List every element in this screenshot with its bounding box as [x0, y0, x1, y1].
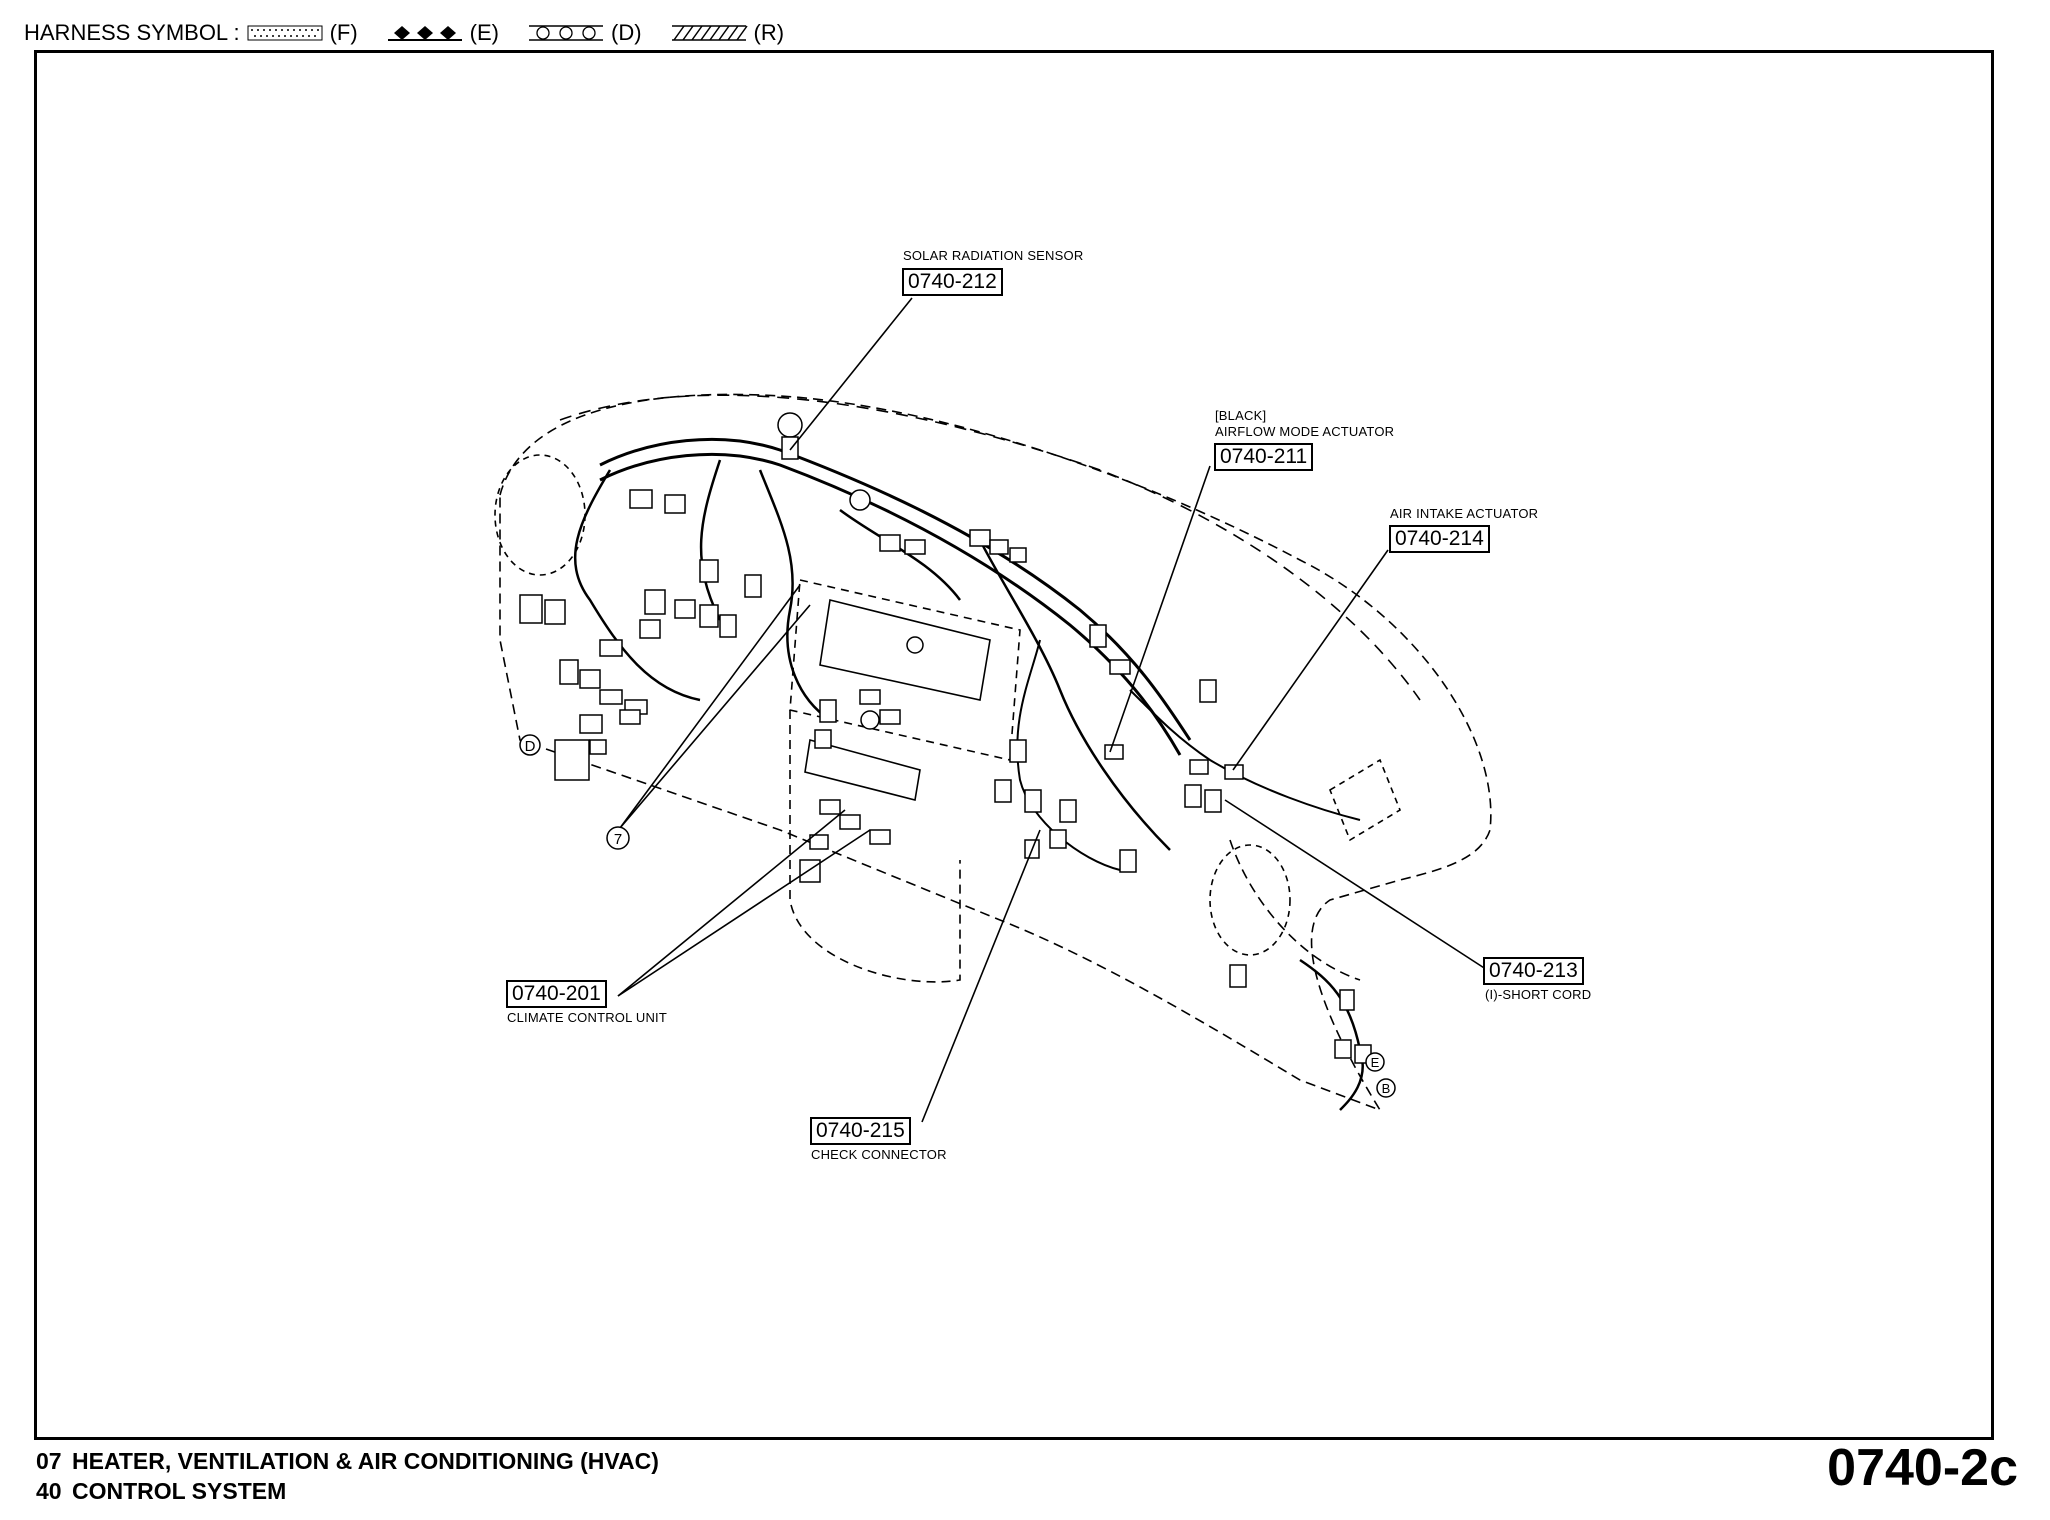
left-vent	[494, 454, 586, 576]
ref-0740-214[interactable]: 0740-214	[1389, 525, 1490, 553]
diamond-line-icon	[387, 26, 462, 41]
solar-radiation-sensor-label: SOLAR RADIATION SENSOR	[903, 248, 1084, 263]
page-code: 0740-2c	[1827, 1439, 2018, 1497]
marker-seven: 7	[606, 826, 630, 850]
airflow-mode-actuator-label: AIRFLOW MODE ACTUATOR	[1215, 424, 1395, 439]
connectors	[519, 412, 1372, 1064]
svg-text:D: D	[525, 738, 536, 755]
harness-symbol-legend: HARNESS SYMBOL : (F) (E) (D) (R)	[24, 16, 806, 50]
climate-control-unit-label: CLIMATE CONTROL UNIT	[507, 1010, 668, 1025]
legend-code-f: (F)	[329, 20, 358, 45]
ref-0740-215[interactable]: 0740-215	[810, 1117, 911, 1145]
center-stack-lower	[789, 710, 961, 983]
diagram-frame	[34, 50, 1994, 1440]
ref-0740-201[interactable]: 0740-201	[506, 980, 607, 1008]
glovebox	[1229, 839, 1361, 981]
marker-d: D	[519, 734, 541, 756]
right-lower-vent	[1209, 844, 1291, 956]
right-vent	[1329, 758, 1401, 842]
marker-e: E	[1365, 1052, 1385, 1072]
leader-lines	[617, 297, 1496, 1123]
legend-code-r: (R)	[753, 20, 785, 45]
svg-text:7: 7	[614, 831, 622, 848]
legend-code-d: (D)	[611, 20, 642, 45]
dashboard-top-edge	[559, 394, 1421, 701]
svg-text:E: E	[1371, 1055, 1380, 1070]
legend-label: HARNESS SYMBOL :	[24, 20, 240, 45]
short-cord-label: (I)-SHORT CORD	[1485, 987, 1592, 1002]
air-intake-actuator-label: AIR INTAKE ACTUATOR	[1390, 506, 1539, 521]
marker-b: B	[1376, 1078, 1396, 1098]
ref-0740-212[interactable]: 0740-212	[902, 268, 1003, 296]
center-harness-branch	[839, 508, 961, 601]
ref-0740-213[interactable]: 0740-213	[1483, 957, 1584, 985]
left-harness-branch	[574, 469, 701, 702]
circle-line-icon	[529, 25, 603, 41]
main-harness-trunk	[599, 437, 1192, 741]
check-connector-label: CHECK CONNECTOR	[811, 1147, 947, 1162]
right-harness-branch	[1299, 958, 1364, 1111]
black-label: [BLACK]	[1215, 408, 1267, 423]
dashboard-outline	[499, 393, 1492, 1112]
svg-text:B: B	[1382, 1081, 1391, 1096]
hatched-line-icon	[671, 25, 748, 41]
dotted-line-icon	[247, 25, 323, 41]
legend-code-e: (E)	[469, 20, 499, 45]
ref-0740-211[interactable]: 0740-211	[1214, 443, 1314, 471]
